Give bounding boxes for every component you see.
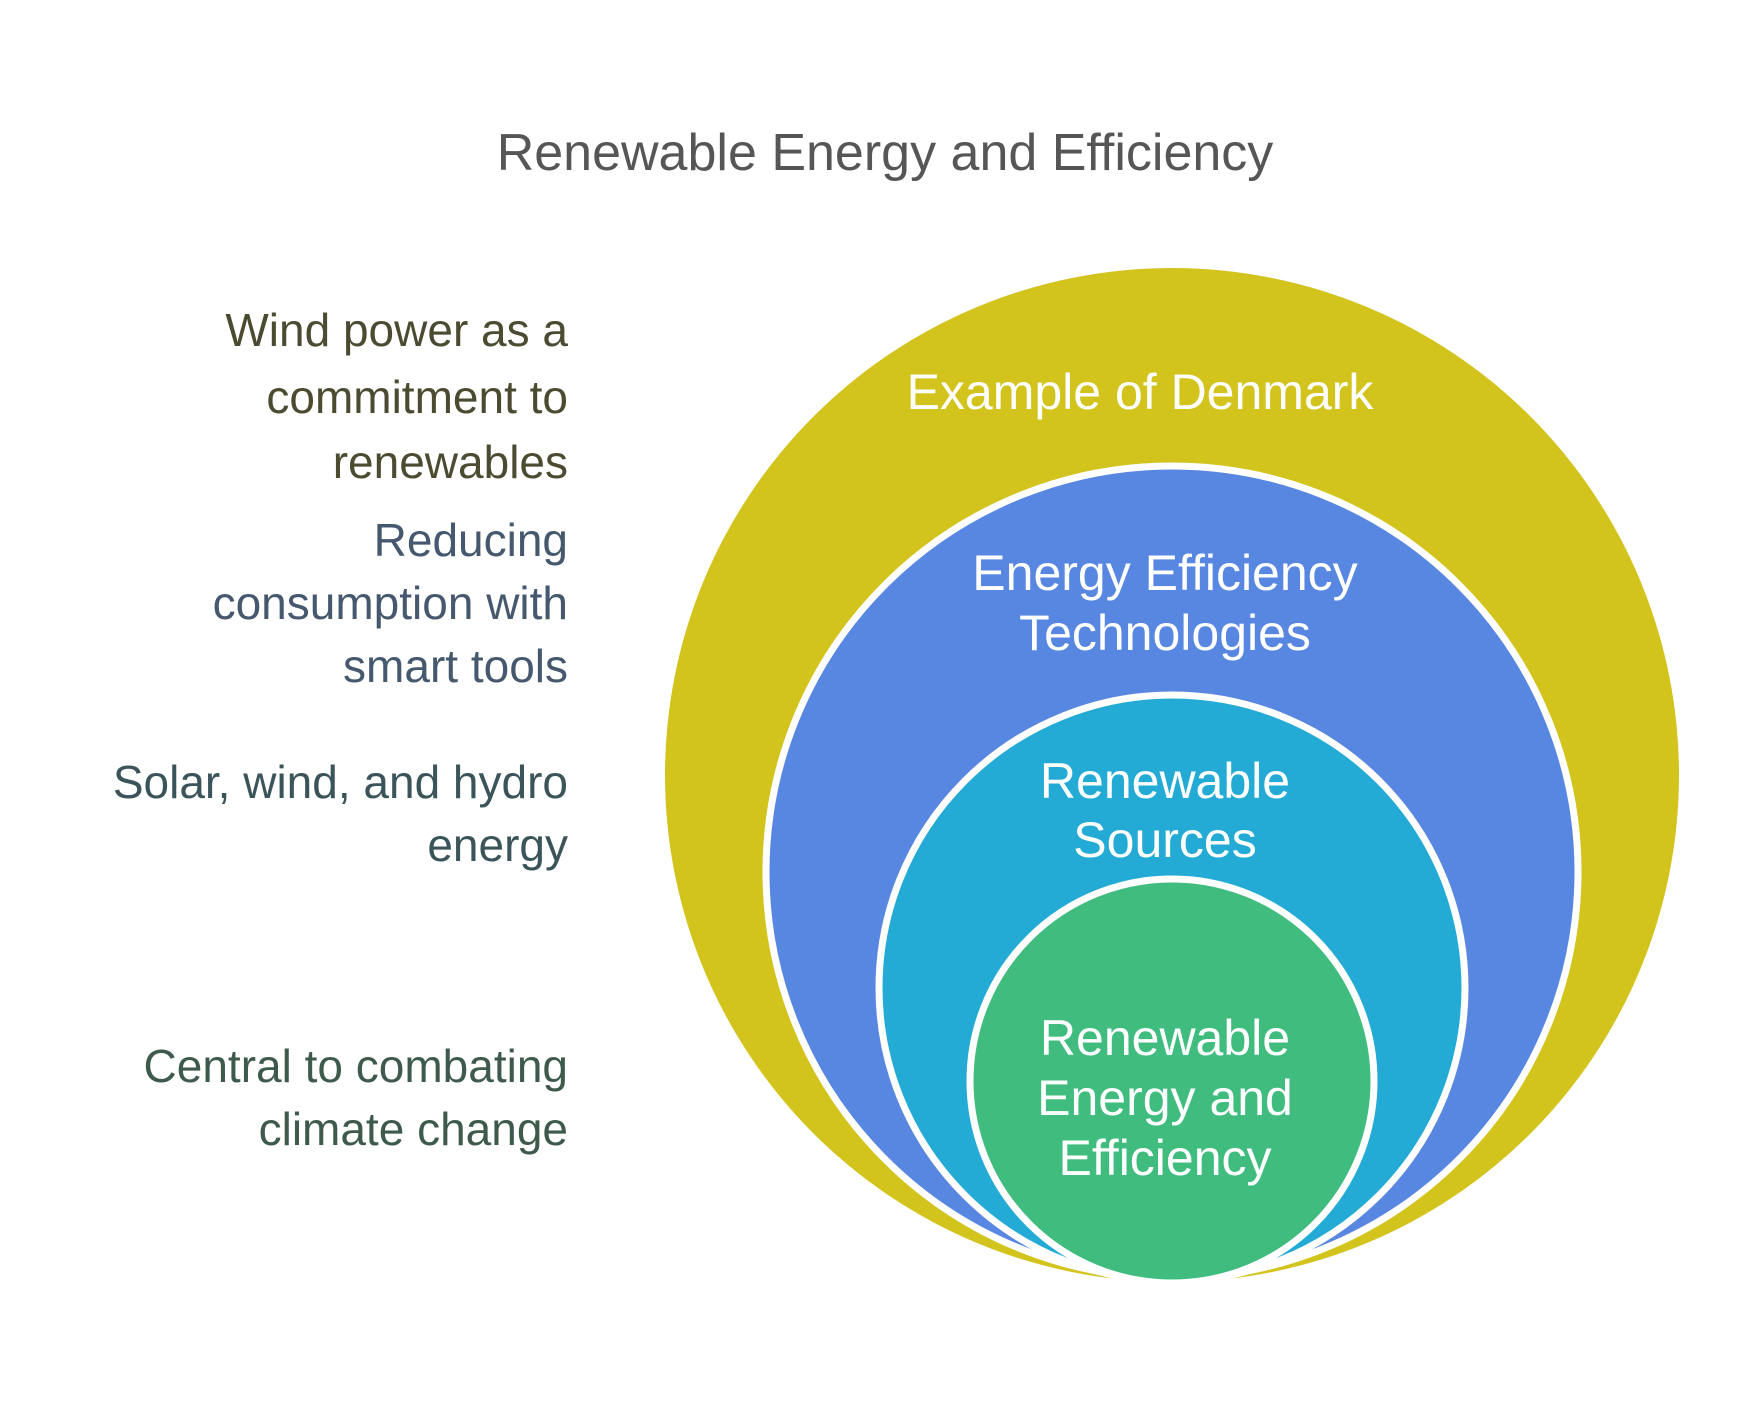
side-note-wind-power: Wind power as a commitment to renewables (225, 304, 568, 488)
side-note-solar-line2: energy (427, 819, 568, 871)
ring-label-example-of-denmark: Example of Denmark (907, 364, 1375, 420)
ring-label-energy-efficiency-line1: Energy Efficiency (972, 545, 1357, 601)
ring-label-renewable-energy-line2: Energy and (1037, 1070, 1293, 1126)
side-note-solar-line1: Solar, wind, and hydro (113, 756, 568, 808)
side-note-wind-power-line2: commitment to (266, 371, 568, 423)
ring-label-renewable-energy-line1: Renewable (1040, 1010, 1290, 1066)
side-note-wind-power-line1: Wind power as a (225, 304, 568, 356)
side-note-reducing-line2: consumption with (213, 577, 568, 629)
side-note-reducing-line3: smart tools (343, 640, 568, 692)
page-title: Renewable Energy and Efficiency (497, 124, 1274, 182)
side-note-wind-power-line3: renewables (333, 436, 568, 488)
side-note-climate-line2: climate change (259, 1103, 568, 1155)
side-note-reducing-line1: Reducing (374, 514, 568, 566)
side-note-reducing-consumption: Reducing consumption with smart tools (213, 514, 568, 692)
side-note-climate-change: Central to combating climate change (144, 1040, 568, 1155)
ring-label-renewable-energy-line3: Efficiency (1058, 1130, 1271, 1186)
ring-label-renewable-sources-line1: Renewable (1040, 753, 1290, 809)
ring-circle-renewable-energy-and-efficiency (966, 875, 1378, 1287)
ring-label-energy-efficiency-line2: Technologies (1019, 605, 1311, 661)
side-note-climate-line1: Central to combating (144, 1040, 568, 1092)
ring-label-renewable-sources-line2: Sources (1073, 812, 1256, 868)
side-note-solar-wind-hydro: Solar, wind, and hydro energy (113, 756, 568, 871)
